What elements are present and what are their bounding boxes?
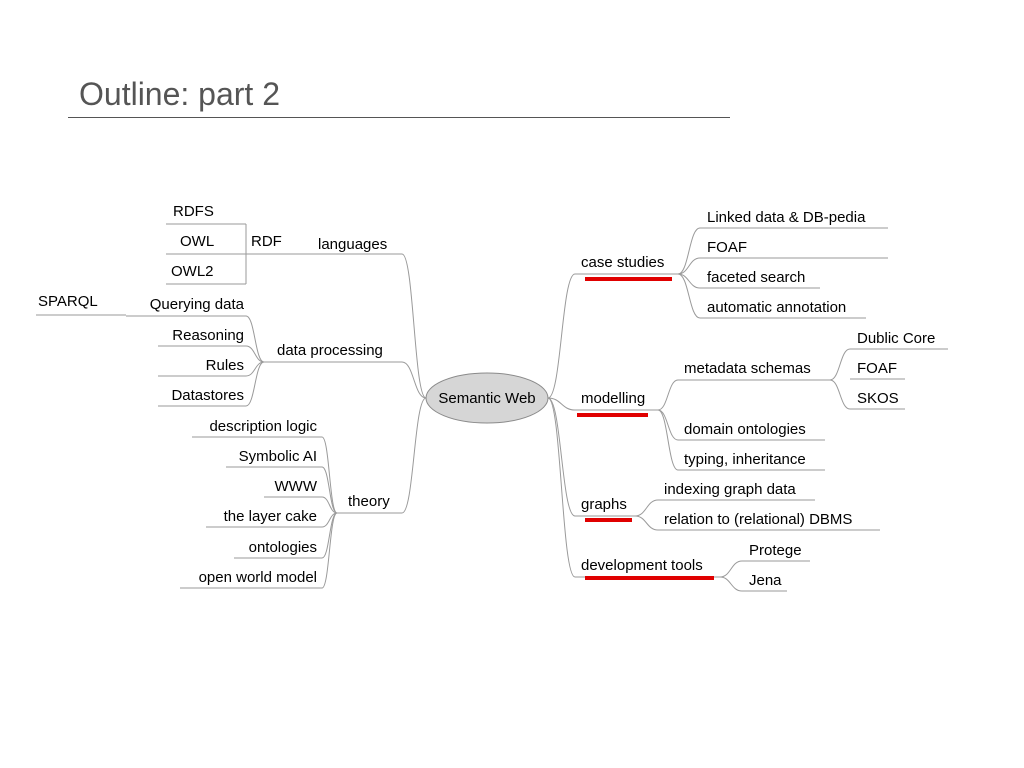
node-theory: theory [348, 493, 390, 510]
connector-9 [321, 436, 338, 514]
connector-30 [719, 560, 743, 578]
connector-20 [677, 257, 701, 275]
connector-10 [321, 466, 338, 514]
connector-25 [657, 409, 679, 471]
node-www: WWW [275, 478, 318, 495]
node-typing-inheritance: typing, inheritance [684, 451, 806, 468]
connector-28 [634, 499, 659, 517]
connector-5 [245, 315, 265, 363]
connector-2 [401, 397, 427, 514]
node-rdfs: RDFS [173, 203, 214, 220]
node-automatic-annotation: automatic annotation [707, 299, 846, 316]
node-modelling: modelling [581, 390, 645, 407]
node-metadata-schemas: metadata schemas [684, 360, 811, 377]
connector-24 [657, 409, 679, 441]
node-datastores: Datastores [171, 387, 244, 404]
connector-6 [245, 345, 265, 363]
connector-16 [547, 397, 576, 411]
node-case-studies: case studies [581, 254, 664, 271]
red-highlights [577, 277, 714, 580]
connector-14 [321, 512, 338, 589]
node-querying-data: Querying data [150, 296, 245, 313]
label-underlines [36, 223, 948, 592]
node-faceted-search: faceted search [707, 269, 805, 286]
node-layer-cake: the layer cake [224, 508, 317, 525]
connector-0 [401, 253, 427, 399]
node-languages: languages [318, 236, 387, 253]
node-ontologies: ontologies [249, 539, 317, 556]
central-node-label: Semantic Web [438, 390, 535, 407]
connector-1 [401, 361, 427, 399]
connector-27 [829, 379, 851, 410]
node-data-processing: data processing [277, 342, 383, 359]
node-dublin-core: Dublic Core [857, 330, 935, 347]
connector-17 [547, 397, 576, 517]
node-owl: OWL [180, 233, 214, 250]
node-rdf: RDF [251, 233, 282, 250]
node-sparql: SPARQL [38, 293, 98, 310]
connector-8 [245, 361, 265, 407]
node-owl2: OWL2 [171, 263, 214, 280]
node-linked-data: Linked data & DB-pedia [707, 209, 866, 226]
connector-18 [547, 397, 576, 578]
node-foaf-case: FOAF [707, 239, 747, 256]
connector-22 [677, 273, 701, 319]
central-node-ellipse [425, 372, 549, 424]
node-jena: Jena [749, 572, 782, 589]
node-reasoning: Reasoning [172, 327, 244, 344]
node-rules: Rules [206, 357, 244, 374]
title-divider [68, 117, 730, 118]
connector-29 [634, 515, 659, 531]
node-protege: Protege [749, 542, 802, 559]
node-open-world-model: open world model [199, 569, 317, 586]
node-skos: SKOS [857, 390, 899, 407]
node-graphs: graphs [581, 496, 627, 513]
node-foaf-schema: FOAF [857, 360, 897, 377]
node-relation-dbms: relation to (relational) DBMS [664, 511, 852, 528]
connector-15 [547, 273, 576, 399]
node-indexing-graph-data: indexing graph data [664, 481, 796, 498]
slide-title: Outline: part 2 [79, 76, 280, 112]
connector-lines [245, 224, 851, 592]
node-domain-ontologies: domain ontologies [684, 421, 806, 438]
node-development-tools: development tools [581, 557, 703, 574]
connector-11 [321, 496, 338, 514]
connector-26 [829, 348, 851, 381]
connector-31 [719, 576, 743, 592]
connector-23 [657, 379, 679, 411]
node-symbolic-ai: Symbolic AI [239, 448, 317, 465]
connector-19 [677, 227, 701, 275]
node-description-logic: description logic [209, 418, 317, 435]
